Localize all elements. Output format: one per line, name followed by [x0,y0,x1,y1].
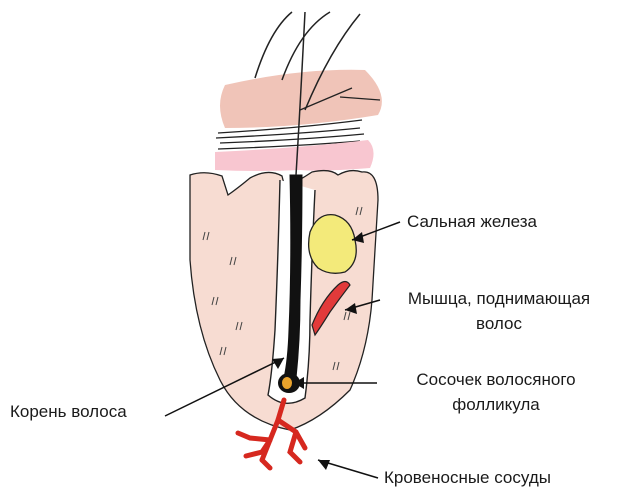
stratum-layer [215,140,374,171]
label-blood-vessels: Кровеносные сосуды [384,467,551,489]
label-sebaceous-gland: Сальная железа [407,211,537,233]
papilla [282,377,292,389]
label-hair-root: Корень волоса [10,401,127,423]
label-muscle-line2: волос [381,313,617,335]
label-papilla-line1: Сосочек волосяного [378,369,614,391]
label-muscle-line1: Мышца, поднимающая [381,288,617,310]
label-papilla-line2: фолликула [378,394,614,416]
